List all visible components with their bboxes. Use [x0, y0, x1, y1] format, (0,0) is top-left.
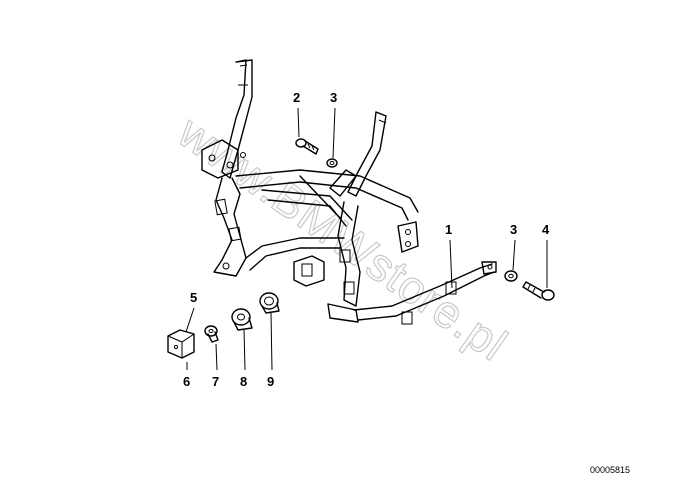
- callout-1: 1: [445, 222, 452, 237]
- drawing-number: 00005815: [590, 465, 630, 475]
- washer-part-3-right: [504, 270, 518, 282]
- screw-part-2: [295, 138, 319, 155]
- washer-part-3-upper: [326, 158, 338, 168]
- callout-5: 5: [190, 290, 197, 305]
- callout-4: 4: [542, 222, 550, 237]
- callout-8: 8: [240, 374, 247, 389]
- callout-6: 6: [183, 374, 190, 389]
- callout-2: 2: [293, 90, 300, 105]
- callout-3-right: 3: [510, 222, 517, 237]
- grommet-part-8: [231, 308, 253, 331]
- callout-7: 7: [212, 374, 219, 389]
- clip-nut-part-6: [167, 329, 195, 359]
- callout-9: 9: [267, 374, 274, 389]
- grommet-part-9: [259, 292, 280, 314]
- leader-lines: [185, 107, 548, 371]
- callout-3-upper: 3: [330, 90, 337, 105]
- screw-part-4: [522, 281, 555, 301]
- bracket-frame-part: [201, 59, 497, 325]
- bush-part-7: [204, 325, 219, 343]
